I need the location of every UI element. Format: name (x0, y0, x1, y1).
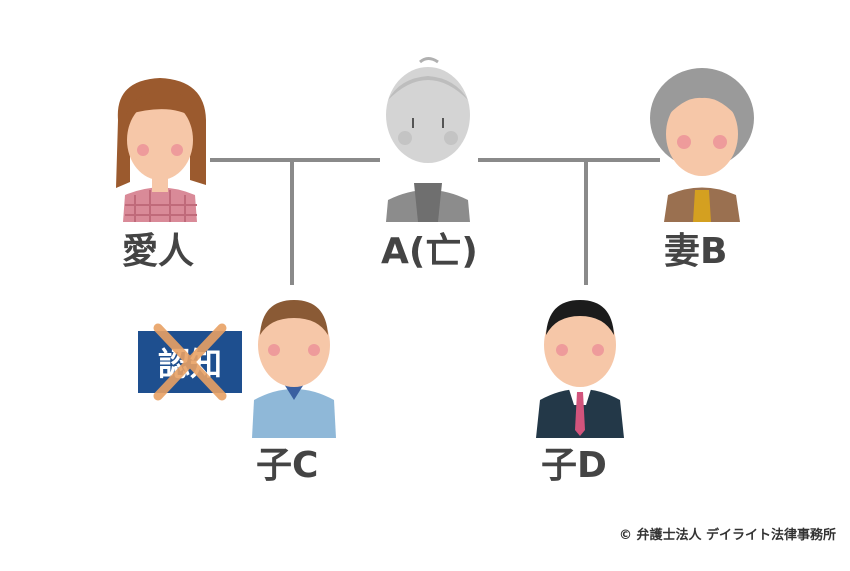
label-child-d: 子D (541, 445, 607, 486)
connector-lines (210, 158, 660, 285)
label-child-c: 子C (256, 445, 319, 486)
lover-figure (116, 78, 206, 222)
cross-out-icon (153, 323, 227, 401)
label-a-deceased: A(亡) (381, 231, 478, 272)
a-figure (386, 57, 470, 222)
child-c-figure (252, 300, 336, 438)
wife-b-figure (650, 68, 754, 222)
recognition-badge: 認知 (138, 323, 242, 401)
label-lover: 愛人 (122, 231, 195, 272)
label-wife-b: 妻B (664, 231, 728, 272)
copyright-notice: © 弁護士法人 デイライト法律事務所 (618, 528, 836, 543)
child-d-figure (536, 300, 624, 438)
